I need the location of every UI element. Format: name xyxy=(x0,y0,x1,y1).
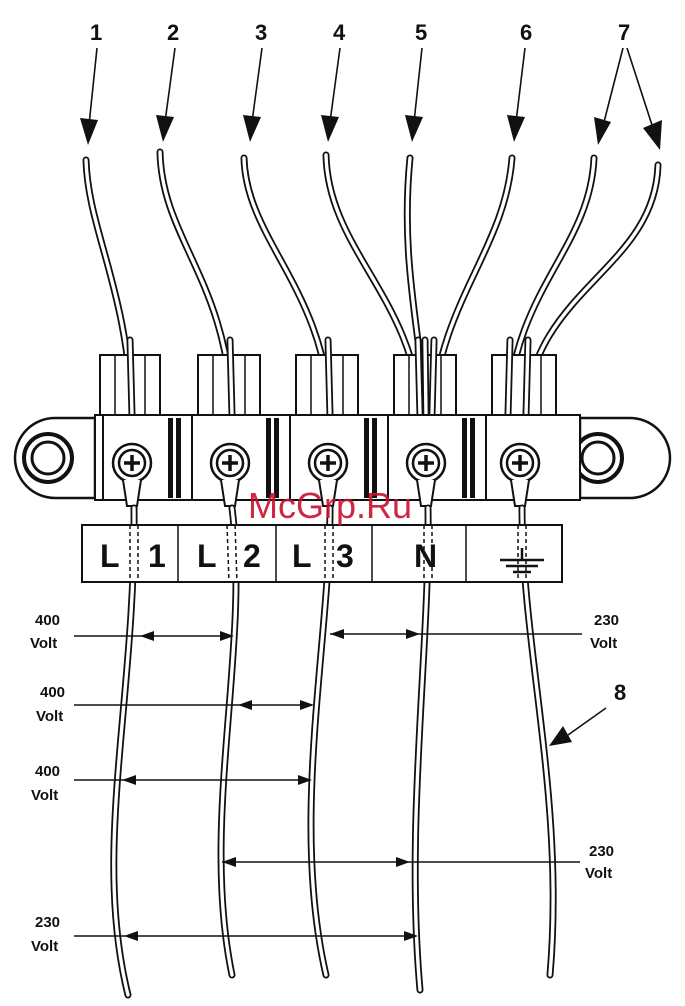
terminal-label-l3-number: 3 xyxy=(336,538,354,574)
svg-text:Volt: Volt xyxy=(30,635,57,652)
mounting-hole-right xyxy=(574,434,622,482)
callout-2: 2 xyxy=(156,20,179,142)
svg-text:2: 2 xyxy=(167,20,179,45)
svg-text:400: 400 xyxy=(40,684,65,701)
svg-text:Volt: Volt xyxy=(590,635,617,652)
svg-text:Volt: Volt xyxy=(585,865,612,882)
mounting-hole-left xyxy=(24,434,72,482)
terminal-label-l1-number: 1 xyxy=(148,538,166,574)
svg-text:Volt: Volt xyxy=(31,938,58,955)
svg-text:3: 3 xyxy=(255,20,267,45)
svg-text:1: 1 xyxy=(90,20,102,45)
svg-text:400: 400 xyxy=(35,763,60,780)
svg-text:8: 8 xyxy=(614,680,626,705)
wire-entries xyxy=(130,340,528,415)
callout-4: 4 xyxy=(321,20,346,142)
svg-text:7: 7 xyxy=(618,20,630,45)
terminal-label-l3-letter: L xyxy=(292,538,312,574)
top-callouts: 1 2 3 4 5 6 7 xyxy=(80,20,662,150)
callout-8: 8 xyxy=(549,680,626,746)
terminal-label-l1-letter: L xyxy=(100,538,120,574)
terminal-label-strip: L 1 L 2 L 3 N xyxy=(82,525,562,582)
incoming-wires xyxy=(86,152,658,415)
terminal-label-l2-number: 2 xyxy=(243,538,261,574)
terminal-label-l2-letter: L xyxy=(197,538,217,574)
svg-text:230: 230 xyxy=(589,843,614,860)
svg-text:5: 5 xyxy=(415,20,427,45)
callout-6: 6 xyxy=(507,20,532,142)
svg-text:4: 4 xyxy=(333,20,346,45)
voltage-l1-l3: 400 Volt xyxy=(31,763,312,804)
callout-7: 7 xyxy=(594,20,662,150)
svg-text:6: 6 xyxy=(520,20,532,45)
voltage-l3-n: 230 Volt xyxy=(330,612,619,652)
terminal-label-n: N xyxy=(414,538,437,574)
voltage-l2-l3: 400 Volt xyxy=(36,684,314,725)
callout-5: 5 xyxy=(405,20,427,142)
callout-3: 3 xyxy=(243,20,267,142)
svg-text:Volt: Volt xyxy=(31,787,58,804)
svg-text:230: 230 xyxy=(35,914,60,931)
callout-1: 1 xyxy=(80,20,102,145)
svg-text:Volt: Volt xyxy=(36,708,63,725)
svg-text:230: 230 xyxy=(594,612,619,629)
svg-text:400: 400 xyxy=(35,612,60,629)
watermark: McGrp.Ru xyxy=(248,485,412,526)
